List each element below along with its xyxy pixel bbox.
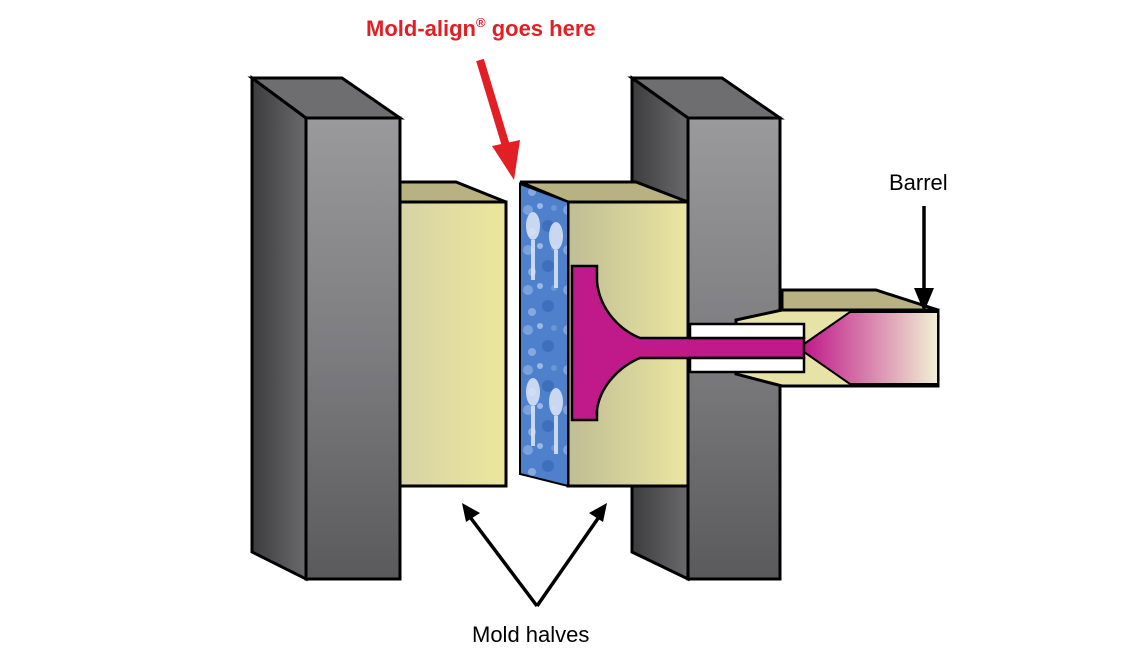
nozzle <box>688 322 806 374</box>
barrel-melt <box>804 312 938 384</box>
barrel-arrow <box>914 206 934 312</box>
red-arrow <box>476 58 520 180</box>
left-mold-half <box>398 180 508 488</box>
mold-align-sheet <box>519 182 569 488</box>
left-platen-front <box>304 116 402 581</box>
left-platen <box>247 75 405 582</box>
left-mold-front <box>398 200 508 488</box>
nozzle-upper <box>688 322 806 340</box>
title-registered-mark: ® <box>476 15 486 30</box>
left-mold-top <box>398 180 507 204</box>
sheet-markings <box>526 212 563 454</box>
barrel-label: Barrel <box>889 170 948 195</box>
nozzle-lower <box>688 356 806 374</box>
barrel-top <box>780 288 939 312</box>
title-text: Mold-align® goes here <box>366 15 596 41</box>
left-platen-side <box>250 75 308 582</box>
mold-halves-label: Mold halves <box>472 622 589 647</box>
title-prefix: Mold-align <box>366 16 476 41</box>
mold-halves-arrows <box>462 503 607 608</box>
title-suffix: goes here <box>486 16 596 41</box>
